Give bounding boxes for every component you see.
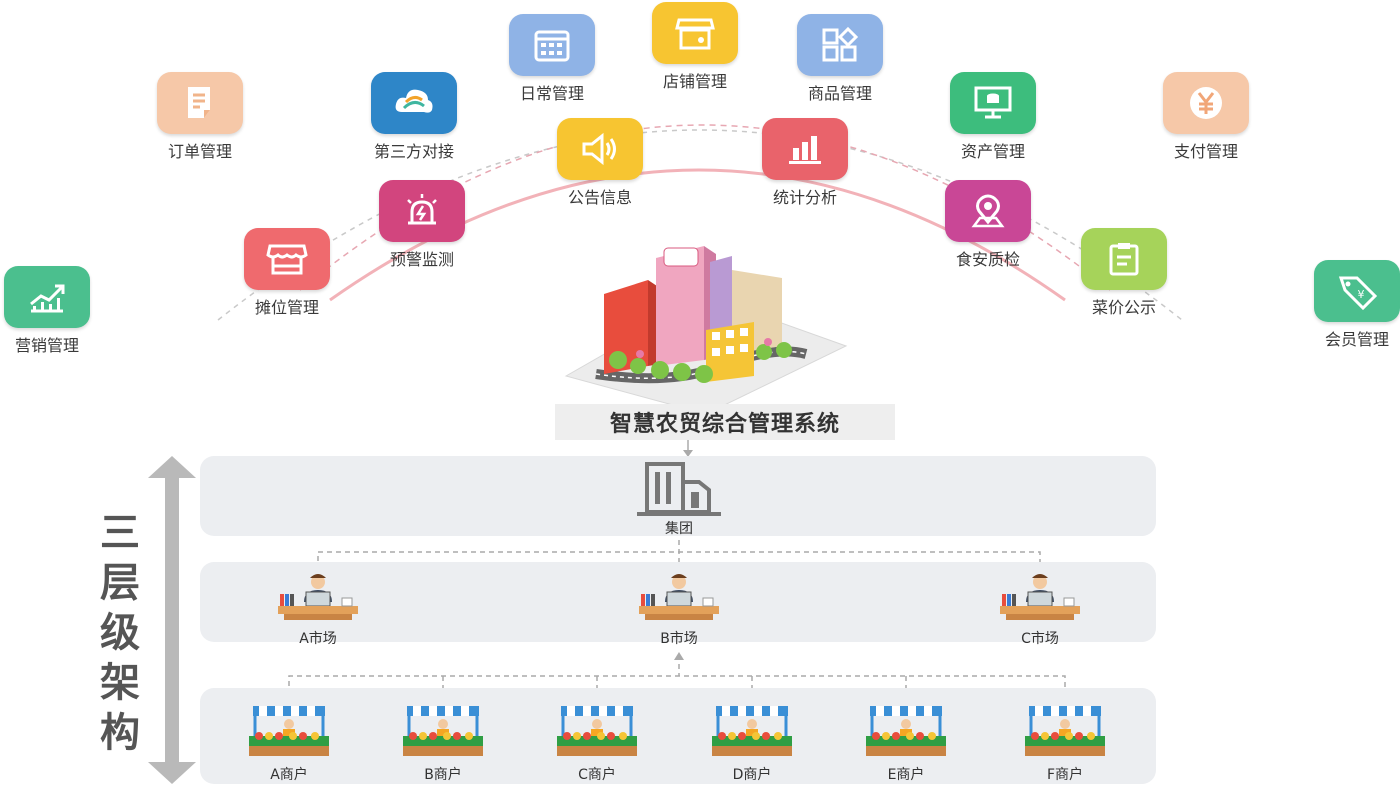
vertical-arrow-head-up: [148, 456, 196, 478]
merchant-label: F商户: [1046, 767, 1084, 783]
yen-icon: [1163, 72, 1249, 134]
middle-arc: [299, 124, 1111, 291]
module-store-management[interactable]: 店铺管理: [640, 2, 750, 92]
trend-chart-icon: [4, 266, 90, 328]
market-node-a[interactable]: A市场: [268, 572, 368, 648]
module-price-publicity[interactable]: 菜价公示: [1069, 228, 1179, 318]
calendar-icon: [509, 14, 595, 76]
merchant-node-a[interactable]: A商户: [244, 704, 334, 784]
module-marketing-management[interactable]: 营销管理: [0, 266, 102, 356]
vertical-label-char: 层: [100, 560, 140, 606]
market-label: A市场: [299, 631, 337, 647]
module-label: 摊位管理: [254, 298, 319, 317]
module-stall-management[interactable]: 摊位管理: [232, 228, 342, 318]
vertical-arrow-head-down: [148, 762, 196, 784]
module-label: 商品管理: [807, 84, 872, 103]
stall-icon: [244, 228, 330, 290]
market-manager-icon: [639, 574, 719, 620]
system-title: 智慧农贸综合管理系统: [555, 404, 895, 440]
merchant-node-f[interactable]: F商户: [1020, 704, 1110, 784]
merchant-label: D商户: [732, 767, 772, 783]
group-label: 集团: [665, 521, 693, 537]
module-order-management[interactable]: 订单管理: [145, 72, 255, 162]
cloud-icon: [371, 72, 457, 134]
merchant-stall-icon: [403, 706, 483, 756]
merchant-tier-band: [200, 688, 1156, 784]
title-group-arrowhead: [683, 450, 693, 457]
module-label: 会员管理: [1324, 330, 1389, 349]
module-label: 预警监测: [389, 250, 454, 269]
market-merchant-link: [288, 675, 1066, 695]
merchant-stall-icon: [1025, 706, 1105, 756]
module-label: 营销管理: [14, 336, 79, 355]
module-member-management[interactable]: ¥ 会员管理: [1302, 260, 1400, 350]
speaker-icon: [557, 118, 643, 180]
tag-icon: ¥: [1314, 260, 1400, 322]
module-label: 菜价公示: [1091, 298, 1156, 317]
monitor-icon: [950, 72, 1036, 134]
group-tier-band: [200, 456, 1156, 536]
market-manager-icon: [278, 574, 358, 620]
market-label: C市场: [1021, 631, 1059, 647]
svg-text:¥: ¥: [1358, 288, 1365, 301]
module-label: 统计分析: [772, 188, 837, 207]
module-third-party-integration[interactable]: 第三方对接: [359, 72, 469, 162]
module-asset-management[interactable]: 资产管理: [938, 72, 1048, 162]
merchant-label: C商户: [578, 767, 616, 783]
module-goods-management[interactable]: 商品管理: [785, 14, 895, 104]
vertical-label-char: 级: [100, 610, 140, 656]
merchant-stall-icon: [249, 706, 329, 756]
merchant-node-e[interactable]: E商户: [861, 704, 951, 784]
module-payment-management[interactable]: 支付管理: [1151, 72, 1261, 162]
module-label: 支付管理: [1173, 142, 1238, 161]
module-label: 日常管理: [519, 84, 584, 103]
merchant-stall-icon: [866, 706, 946, 756]
storefront-icon: [652, 2, 738, 64]
bar-chart-icon: [762, 118, 848, 180]
module-food-safety[interactable]: 食安质检: [933, 180, 1043, 270]
merchant-label: E商户: [887, 767, 925, 783]
market-merchant-arrowhead-up: [674, 652, 684, 660]
market-label: B市场: [660, 631, 698, 647]
market-manager-icon: [1000, 574, 1080, 620]
clipboard-icon: [1081, 228, 1167, 290]
merchant-stall-icon: [712, 706, 792, 756]
vertical-label-char: 构: [100, 710, 140, 756]
building-icon: [637, 462, 721, 516]
module-label: 资产管理: [960, 142, 1025, 161]
module-announcement[interactable]: 公告信息: [545, 118, 655, 208]
module-label: 第三方对接: [373, 142, 454, 161]
merchant-node-d[interactable]: D商户: [707, 704, 797, 784]
vertical-label-char: 三: [100, 510, 140, 556]
alarm-icon: [379, 180, 465, 242]
market-node-b[interactable]: B市场: [629, 572, 729, 648]
module-statistics[interactable]: 统计分析: [750, 118, 860, 208]
module-label: 订单管理: [167, 142, 232, 161]
market-node-c[interactable]: C市场: [990, 572, 1090, 648]
document-icon: [157, 72, 243, 134]
group-node[interactable]: 集团: [634, 460, 724, 538]
merchant-label: B商户: [424, 767, 462, 783]
module-label: 公告信息: [567, 188, 632, 207]
module-alert-monitoring[interactable]: 预警监测: [367, 180, 477, 270]
module-daily-management[interactable]: 日常管理: [497, 14, 607, 104]
merchant-node-b[interactable]: B商户: [398, 704, 488, 784]
city-illustration: [564, 246, 848, 415]
three-tier-architecture-label: 三 层 级 架 构: [90, 508, 150, 758]
outer-arc: [217, 129, 1183, 321]
location-pin-icon: [945, 180, 1031, 242]
merchant-node-c[interactable]: C商户: [552, 704, 642, 784]
merchant-stall-icon: [557, 706, 637, 756]
merchant-label: A商户: [270, 767, 308, 783]
grid-icon: [797, 14, 883, 76]
vertical-label-char: 架: [100, 660, 140, 706]
module-label: 店铺管理: [662, 72, 727, 91]
module-label: 食安质检: [955, 250, 1020, 269]
